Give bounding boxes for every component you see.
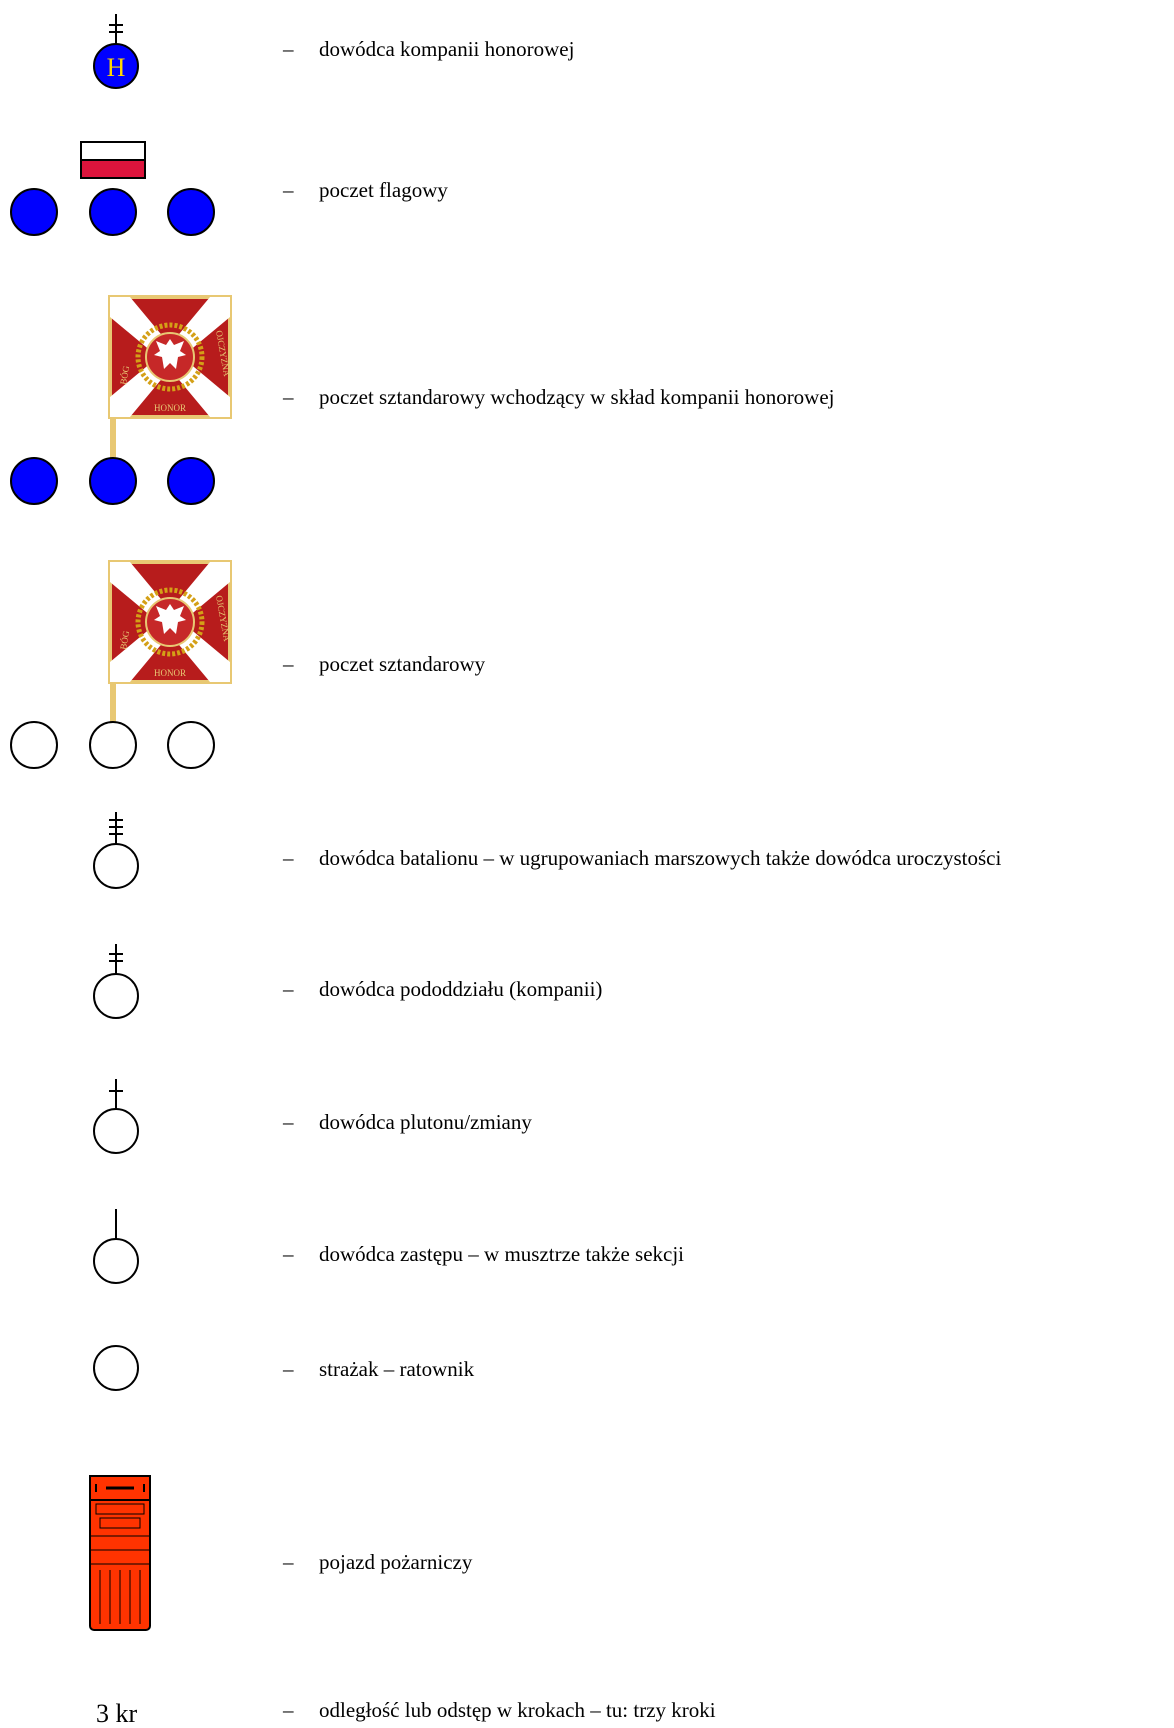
legend-item-description: –dowódca plutonu/zmiany [283, 1110, 532, 1134]
platoon-commander-icon [80, 1075, 152, 1155]
legend-item-description: –dowódca zastępu – w musztrze także sekc… [283, 1242, 684, 1266]
distance-label: 3 kr [96, 1700, 137, 1728]
firefighter-icon [80, 1340, 152, 1400]
legend-item-description: –poczet sztandarowy [283, 652, 485, 676]
legend-item-description: –poczet flagowy [283, 178, 448, 202]
flag-party-icon [8, 140, 218, 240]
legend-item-description: –strażak – ratownik [283, 1357, 474, 1381]
fire-vehicle-icon [88, 1474, 154, 1634]
svg-text:HONOR: HONOR [154, 668, 186, 678]
legend-item-description: –odległość lub odstęp w krokach – tu: tr… [283, 1698, 716, 1722]
squad-commander-icon [80, 1205, 152, 1285]
legend-item-description: –poczet sztandarowy wchodzący w skład ko… [283, 385, 835, 409]
legend-item-description: –dowódca batalionu – w ugrupowaniach mar… [283, 846, 1001, 870]
honorary-company-commander-icon: H [80, 8, 152, 88]
legend-item-description: –dowódca kompanii honorowej [283, 37, 574, 61]
honorary-standard-party-icon: BÓG HONOR OJCZYZNA [8, 295, 218, 510]
standard-party-icon: BÓG HONOR OJCZYZNA [8, 560, 218, 775]
svg-text:HONOR: HONOR [154, 403, 186, 413]
legend-item-description: –dowódca pododdziału (kompanii) [283, 977, 602, 1001]
commander-letter: H [107, 53, 126, 82]
battalion-commander-icon [80, 810, 152, 890]
subunit-commander-icon [80, 940, 152, 1020]
legend-item-description: –pojazd pożarniczy [283, 1550, 472, 1574]
